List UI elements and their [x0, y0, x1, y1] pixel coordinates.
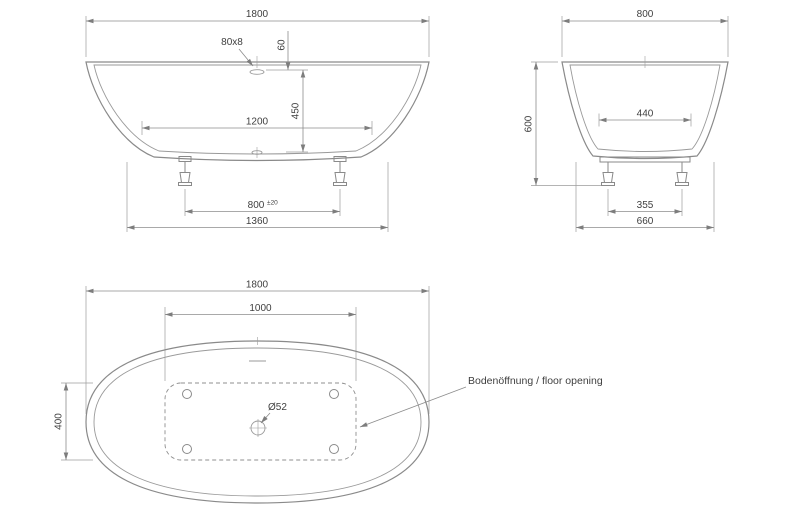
dim-label-side-base-width: 660 [637, 216, 654, 227]
dim-label-front-feet-spacing: 800 [248, 200, 265, 211]
dim-front-overflow-offset: 60 [277, 31, 291, 70]
dim-label-side-overall-height: 600 [524, 115, 535, 132]
dim-label-front-inner-width: 1200 [246, 117, 269, 128]
side-tub-outer-contour [561, 61, 729, 160]
front-tub-outer-contour [85, 61, 430, 162]
front-tub-inner-contour [93, 64, 422, 155]
dim-label-front-base-width: 1360 [246, 216, 269, 227]
dim-front-inner-depth: 450 [266, 69, 308, 153]
dim-label-side-overall-width: 800 [637, 9, 654, 20]
dim-front-inner-width: 1200 [141, 117, 373, 135]
floor-opening-annotation-label: Bodenöffnung / floor opening [468, 375, 603, 387]
side-foot-right [675, 162, 689, 186]
plan-foot-top-left [182, 389, 192, 399]
dim-side-inner-width: 440 [598, 109, 692, 127]
dim-label-front-overflow-size: 80x8 [221, 37, 243, 48]
dim-plan-floor-opening-width: 400 [54, 382, 93, 461]
side-support-bar [599, 156, 691, 163]
front-foot-right [333, 156, 347, 186]
dim-plan-overall-length: 1800 [85, 280, 430, 414]
side-tub-inner-contour [569, 64, 721, 152]
plan-foot-bottom-left [182, 444, 192, 454]
dim-side-overall-height: 600 [524, 61, 602, 186]
dim-front-overflow-size: 80x8 [221, 37, 254, 67]
dim-plan-floor-opening-length: 1000 [164, 303, 357, 381]
front-foot-left [178, 156, 192, 186]
dim-label-front-overflow-offset: 60 [277, 39, 288, 51]
plan-tub-inner-rim [93, 347, 422, 497]
dim-side-feet-spacing: 355 [607, 189, 683, 216]
dim-label-plan-overall-length: 1800 [246, 280, 269, 291]
plan-foot-top-right [329, 389, 339, 399]
dim-label-plan-drain-diameter: Ø52 [268, 402, 287, 413]
dim-label-front-overall-width: 1800 [246, 9, 269, 20]
plan-floor-opening [164, 382, 357, 461]
plan-tub-outer-rim [85, 340, 430, 504]
dim-label-side-inner-width: 440 [637, 109, 654, 120]
dim-label-plan-floor-opening-width: 400 [54, 413, 65, 430]
dim-label-side-feet-spacing: 355 [637, 200, 654, 211]
dim-plan-drain-diameter: Ø52 [260, 402, 287, 424]
dim-label-front-inner-depth: 450 [291, 102, 302, 119]
floor-opening-annotation: Bodenöffnung / floor opening [359, 375, 603, 428]
front-view: 1800 80x8 60 450 1200 [85, 9, 430, 232]
dim-front-base-width: 1360 [126, 162, 389, 232]
dim-label-plan-floor-opening-length: 1000 [249, 303, 272, 314]
dim-side-overall-width: 800 [561, 9, 729, 57]
plan-view: 1800 1000 Ø52 [54, 280, 603, 504]
side-foot-left [601, 162, 615, 186]
plan-drain [249, 419, 267, 437]
dim-front-overall-width: 1800 [85, 9, 430, 57]
side-view: 800 600 440 [524, 9, 729, 232]
dim-front-feet-spacing: 800 ±20 [184, 189, 341, 216]
front-overflow-slot [249, 69, 265, 75]
plan-foot-bottom-right [329, 444, 339, 454]
dim-label-front-feet-tolerance: ±20 [267, 200, 278, 207]
dim-side-base-width: 660 [575, 162, 715, 232]
